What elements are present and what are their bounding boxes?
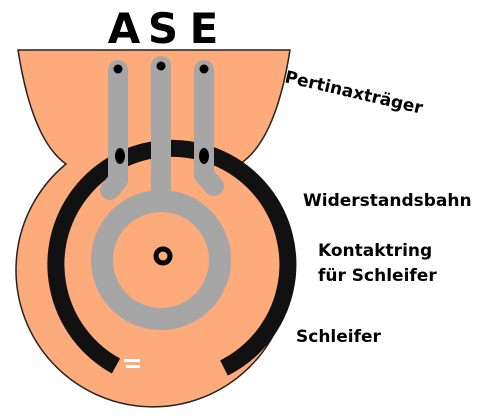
terminal-a-lead <box>100 60 128 200</box>
terminal-letter-a: A <box>108 4 141 53</box>
terminal-s-hole-top <box>156 61 166 71</box>
label-pertinax: Pertinaxträger <box>283 67 425 118</box>
terminal-a-hole-bottom <box>115 148 125 164</box>
resistance-track <box>47 139 297 376</box>
terminal-a-hole-top <box>113 64 123 74</box>
wiper-contact-mark <box>126 365 140 368</box>
contact-ring <box>91 190 231 330</box>
wiper-contact-mark <box>124 359 140 362</box>
terminal-e-hole-top <box>199 64 209 74</box>
terminal-letter-e: E <box>190 4 219 53</box>
wiper-pivot-center <box>158 251 168 261</box>
terminal-e-hole-bottom <box>199 148 209 164</box>
label-ring-line2: für Schleifer <box>318 266 437 286</box>
label-track: Widerstandsbahn <box>303 191 472 211</box>
label-wiper: Schleifer <box>296 327 382 347</box>
terminal-e-lead <box>194 60 224 196</box>
label-ring-line1: Kontaktring <box>318 241 432 261</box>
terminal-letter-s: S <box>148 4 178 53</box>
